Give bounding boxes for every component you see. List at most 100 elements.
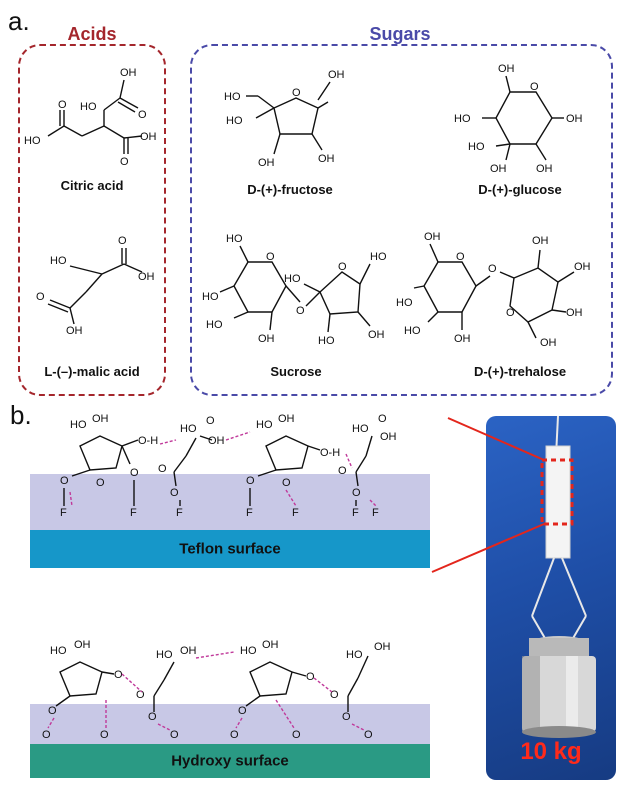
svg-text:HO: HO <box>70 419 87 431</box>
svg-text:HO: HO <box>370 251 387 263</box>
svg-text:O: O <box>58 99 67 111</box>
svg-text:HO: HO <box>256 419 273 431</box>
svg-text:O: O <box>230 729 239 741</box>
svg-text:OH: OH <box>140 131 157 143</box>
svg-text:HO: HO <box>396 297 413 309</box>
svg-text:OH: OH <box>536 163 553 175</box>
svg-text:F: F <box>352 507 359 519</box>
svg-text:O: O <box>292 87 301 99</box>
svg-text:O: O <box>170 487 179 499</box>
panel-label-a: a. <box>8 6 30 36</box>
svg-text:F: F <box>292 507 299 519</box>
svg-text:OH: OH <box>498 63 515 75</box>
fructose-structure: OH O HO HO OH OH <box>224 69 345 169</box>
svg-text:O: O <box>36 291 45 303</box>
svg-text:O: O <box>456 251 465 263</box>
svg-text:HO: HO <box>24 135 41 147</box>
trehalose-caption: D-(+)-trehalose <box>473 364 567 379</box>
hydroxy-functional-layer <box>30 704 430 744</box>
svg-text:OH: OH <box>566 113 583 125</box>
svg-text:F: F <box>130 507 137 519</box>
svg-text:HO: HO <box>50 255 67 267</box>
glucose-structure: OH O OH HO HO OH OH <box>454 63 583 175</box>
svg-text:OH: OH <box>138 271 155 283</box>
svg-text:OH: OH <box>490 163 507 175</box>
svg-text:HO: HO <box>226 233 243 245</box>
svg-text:OH: OH <box>566 307 583 319</box>
svg-text:O: O <box>364 729 373 741</box>
hydroxy-surface-label: Hydroxy surface <box>171 752 289 770</box>
svg-text:O: O <box>158 463 167 475</box>
citric-acid-caption: Citric acid <box>60 178 124 193</box>
svg-text:OH: OH <box>424 231 441 243</box>
svg-text:OH: OH <box>74 639 91 651</box>
sugars-group-title: Sugars <box>369 24 431 44</box>
svg-text:O: O <box>342 711 351 723</box>
svg-text:OH: OH <box>318 153 335 165</box>
svg-text:O: O <box>306 671 315 683</box>
acids-group-box <box>18 44 166 396</box>
svg-text:O: O <box>352 487 361 499</box>
svg-text:O: O <box>206 415 215 427</box>
svg-text:O: O <box>296 305 305 317</box>
svg-text:OH: OH <box>120 67 137 79</box>
svg-text:HO: HO <box>454 113 471 125</box>
svg-text:HO: HO <box>180 423 197 435</box>
svg-text:O: O <box>170 729 179 741</box>
svg-text:O: O <box>530 81 539 93</box>
svg-text:O: O <box>138 109 147 121</box>
malic-acid-caption: L-(–)-malic acid <box>44 364 140 379</box>
svg-text:O: O <box>136 689 145 701</box>
svg-text:HO: HO <box>80 101 97 113</box>
svg-text:O: O <box>506 307 515 319</box>
svg-text:O: O <box>96 477 105 489</box>
svg-text:HO: HO <box>346 649 363 661</box>
svg-text:O: O <box>118 235 127 247</box>
svg-text:O: O <box>130 467 139 479</box>
svg-text:OH: OH <box>574 261 591 273</box>
svg-text:OH: OH <box>258 157 275 169</box>
svg-text:HO: HO <box>202 291 219 303</box>
svg-text:O: O <box>338 261 347 273</box>
svg-text:O: O <box>266 251 275 263</box>
weight-label: 10 kg <box>520 738 582 765</box>
svg-text:F: F <box>176 507 183 519</box>
svg-text:O: O <box>282 477 291 489</box>
hydroxy-surface-bar <box>30 744 430 778</box>
svg-text:F: F <box>60 507 67 519</box>
svg-text:HO: HO <box>50 645 67 657</box>
svg-text:OH: OH <box>540 337 557 349</box>
svg-text:OH: OH <box>66 325 83 337</box>
svg-text:O: O <box>60 475 69 487</box>
svg-text:HO: HO <box>240 645 257 657</box>
malic-acid-structure: O OH HO O OH <box>36 235 155 337</box>
svg-text:O: O <box>246 475 255 487</box>
svg-text:O: O <box>100 729 109 741</box>
glucose-caption: D-(+)-glucose <box>478 182 562 197</box>
citric-acid-structure: OH O HO O OH O HO <box>24 67 157 168</box>
svg-text:O: O <box>292 729 301 741</box>
svg-text:O: O <box>48 705 57 717</box>
svg-text:OH: OH <box>380 431 397 443</box>
svg-text:O: O <box>488 263 497 275</box>
svg-text:HO: HO <box>156 649 173 661</box>
sugars-group-box <box>190 44 613 396</box>
teflon-fluorinated-layer <box>30 474 430 530</box>
svg-text:O: O <box>378 413 387 425</box>
svg-text:OH: OH <box>278 413 295 425</box>
svg-text:HO: HO <box>284 273 301 285</box>
acids-group-title: Acids <box>67 24 117 44</box>
svg-text:O: O <box>42 729 51 741</box>
svg-text:O: O <box>148 711 157 723</box>
svg-text:O-H: O-H <box>138 435 158 447</box>
teflon-surface-bar <box>30 530 430 568</box>
svg-text:OH: OH <box>208 435 225 447</box>
sucrose-structure: HO O HO HO OH O O HO HO HO OH <box>202 233 387 347</box>
svg-text:HO: HO <box>468 141 485 153</box>
svg-text:OH: OH <box>374 641 391 653</box>
svg-text:OH: OH <box>328 69 345 81</box>
svg-text:HO: HO <box>226 115 243 127</box>
